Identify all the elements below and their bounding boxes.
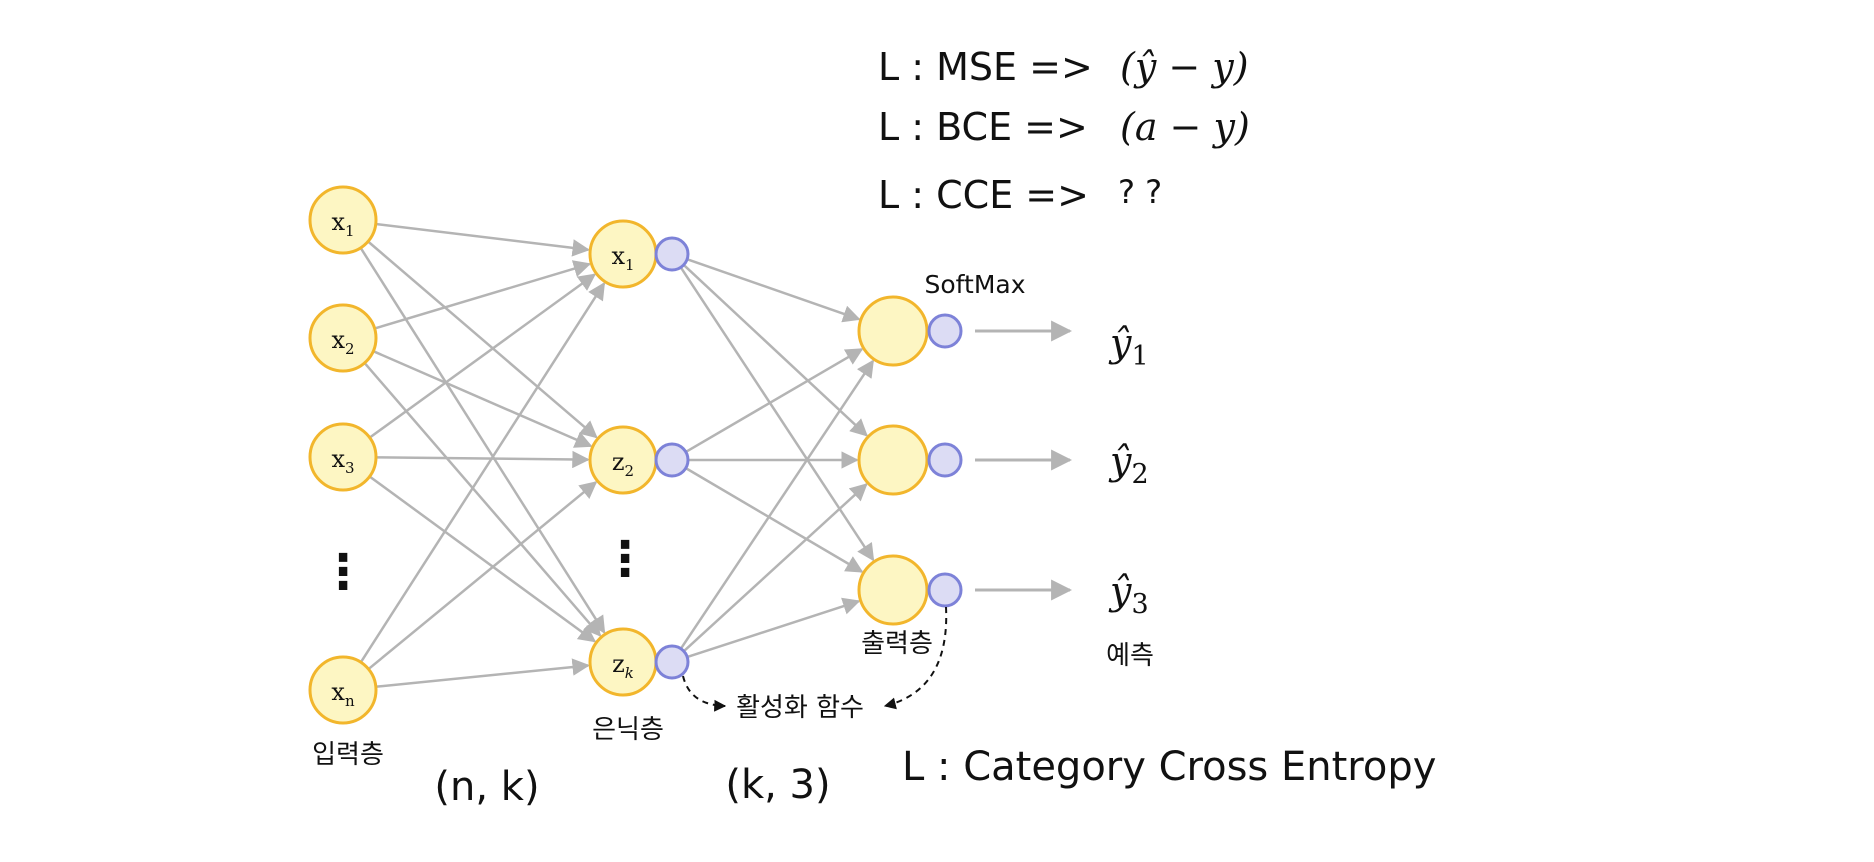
- input-neuron-2: x2: [308, 303, 378, 373]
- loss-formulas: L : MSE => (ŷ − y) L : BCE => (a − y) L …: [878, 45, 1436, 790]
- edge-input-3-hidden-3: [369, 476, 597, 643]
- loss-cce-expr: ? ?: [1118, 173, 1162, 211]
- input-node-3-base: x: [331, 445, 345, 473]
- edge-hidden-2-output-3: [686, 467, 864, 573]
- prediction-y1: ŷ1: [1108, 321, 1149, 372]
- edges-hidden-to-output: [680, 258, 875, 658]
- svg-text:z2: z2: [612, 448, 634, 480]
- edge-input-3-hidden-1: [369, 273, 597, 439]
- output-activation-1: [927, 313, 963, 349]
- output-layer: SoftMax 출력층 ŷ1 ŷ2 ŷ3 예측: [857, 270, 1154, 671]
- edge-input-2-hidden-1: [375, 260, 592, 330]
- prediction-y2: ŷ2: [1108, 439, 1149, 490]
- hidden-node-2-base: z: [612, 448, 625, 476]
- svg-text:x2: x2: [331, 326, 354, 358]
- edge-input-4-hidden-2: [368, 481, 598, 670]
- softmax-label: SoftMax: [924, 270, 1025, 299]
- input-node-3-sub: 3: [345, 459, 355, 477]
- loss-bce-expr: (a − y): [1120, 105, 1250, 149]
- hidden-neuron-2: z2: [588, 425, 658, 495]
- output-neuron-3: [857, 554, 929, 626]
- loss-mse-label: L : MSE =>: [878, 45, 1093, 89]
- loss-summary: L : Category Cross Entropy: [902, 744, 1436, 790]
- edge-hidden-1-output-1: [687, 258, 861, 323]
- edge-input-1-hidden-2: [368, 241, 598, 439]
- loss-bce-label: L : BCE =>: [878, 105, 1088, 149]
- loss-mse-expr: (ŷ − y): [1120, 45, 1249, 89]
- prediction-y3: ŷ3: [1108, 569, 1149, 620]
- input-layer-label: 입력층: [312, 740, 384, 770]
- edge-hidden-3-output-3: [687, 597, 861, 658]
- input-node-n-sub: n: [345, 692, 355, 710]
- input-node-2-base: x: [331, 326, 345, 354]
- svg-text:x3: x3: [331, 445, 354, 477]
- input-neuron-1: x1: [308, 185, 378, 255]
- edge-hidden-1-output-2: [683, 264, 868, 437]
- edge-hidden-3-output-2: [683, 483, 868, 652]
- output-neuron-1: [857, 295, 929, 367]
- input-ellipsis: ⋮: [319, 544, 367, 600]
- hidden-node-1-sub: 1: [625, 256, 635, 274]
- hidden-node-2-sub: 2: [625, 462, 635, 480]
- prediction-label: 예측: [1106, 641, 1154, 671]
- input-node-1-sub: 1: [345, 222, 355, 240]
- input-node-1-base: x: [331, 208, 345, 236]
- edge-input-2-hidden-3: [364, 362, 602, 637]
- input-neuron-3: x3: [308, 422, 378, 492]
- input-node-n-base: x: [331, 678, 345, 706]
- edge-input-2-hidden-2: [373, 350, 593, 448]
- input-layer: x1 x2 x3 xn ⋮ 입력층: [308, 185, 384, 770]
- hidden-activation-k: [654, 644, 690, 680]
- edge-input-4-hidden-3: [376, 658, 590, 688]
- svg-text:x1: x1: [331, 208, 354, 240]
- output-activation-3: [927, 572, 963, 608]
- svg-text:x1: x1: [611, 242, 634, 274]
- hidden-node-k-base: z: [612, 650, 625, 678]
- activation-function-label: 활성화 함수: [736, 693, 864, 723]
- weight-shape-2: (k, 3): [725, 762, 830, 808]
- output-neuron-2: [857, 424, 929, 496]
- svg-text:xn: xn: [331, 678, 355, 710]
- edge-input-4-hidden-1: [360, 281, 606, 663]
- edge-input-1-hidden-3: [360, 248, 606, 634]
- output-activation-2: [927, 442, 963, 478]
- edge-hidden-3-output-1: [680, 359, 875, 649]
- edges-input-to-hidden: [360, 222, 606, 688]
- loss-cce-label: L : CCE =>: [878, 173, 1089, 217]
- hidden-layer-label: 은닉층: [592, 715, 664, 745]
- output-layer-label: 출력층: [861, 629, 933, 659]
- edge-input-3-hidden-2: [376, 450, 590, 469]
- activation-function-callout: 활성화 함수: [682, 606, 948, 723]
- hidden-activation-2: [654, 442, 690, 478]
- hidden-layer: x1 z2 zk ⋮ 은닉층: [588, 219, 690, 745]
- hidden-node-1-base: x: [611, 242, 625, 270]
- edge-hidden-1-output-3: [680, 267, 875, 562]
- hidden-neuron-k: zk: [588, 627, 658, 697]
- hidden-ellipsis: ⋮: [601, 531, 649, 587]
- hidden-node-k-sub: k: [625, 664, 634, 682]
- activation-arrow-output: [883, 606, 948, 710]
- edge-input-1-hidden-1: [376, 222, 590, 257]
- hidden-activation-1: [654, 236, 690, 272]
- edge-hidden-2-output-1: [686, 348, 864, 453]
- hidden-neuron-1: x1: [588, 219, 658, 289]
- weight-shape-1: (n, k): [434, 764, 539, 810]
- input-neuron-n: xn: [308, 655, 378, 725]
- svg-text:zk: zk: [612, 650, 634, 682]
- output-arrows: [975, 320, 1073, 601]
- activation-arrow-hidden: [682, 675, 727, 712]
- input-node-2-sub: 2: [345, 340, 355, 358]
